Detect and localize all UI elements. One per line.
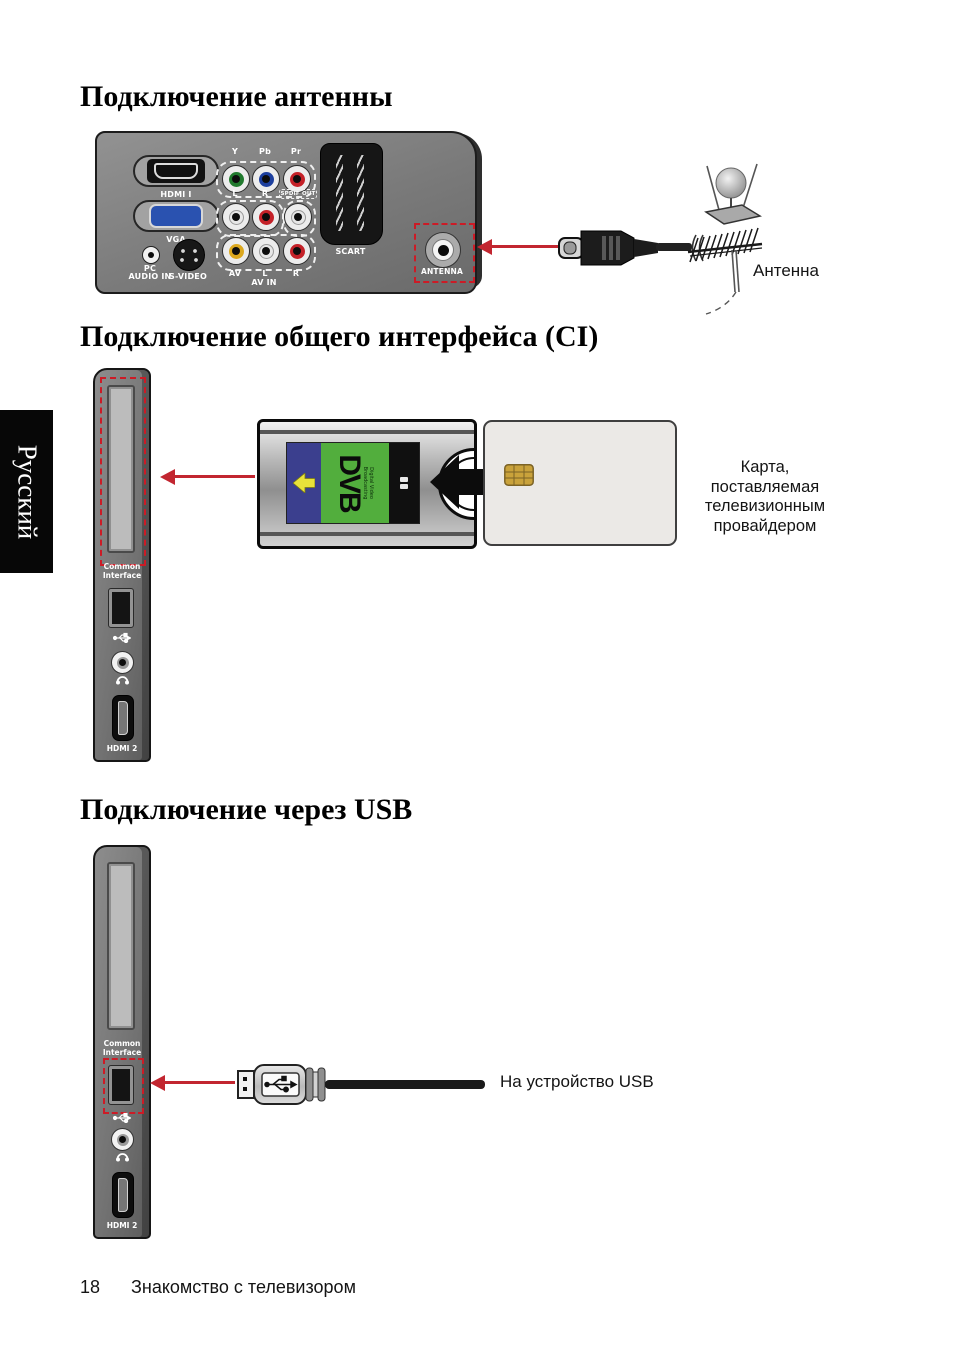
cam-bottom-rail (260, 532, 474, 536)
component-pb-label: Pb (259, 147, 271, 156)
av-label: AV (228, 269, 242, 278)
tv-back-panel: HDMI I VGA PC AUDIO IN S-VIDEO Y Pb Pr L… (95, 131, 477, 294)
usb-port (108, 1065, 134, 1105)
card-caption-line3: телевизионным (704, 497, 826, 515)
cam-green-section: Digital Video Broadcasting DVB (321, 443, 389, 523)
vga-connector (149, 204, 203, 228)
component-pr-jack (283, 165, 311, 193)
antenna-highlight-box (414, 223, 475, 283)
usb-arrow-line (164, 1081, 235, 1084)
tv-side-panel-usb: Common Interface HDMI 2 (93, 845, 151, 1239)
component-group-outline (216, 161, 316, 198)
antenna-jack (425, 232, 461, 268)
usb-trident-icon (95, 632, 149, 643)
usb-device-callout: На устройство USB (500, 1072, 654, 1091)
svideo-connector (173, 239, 205, 271)
cam-blue-section (287, 443, 321, 523)
antenna-port-label: ANTENNA (420, 267, 464, 276)
pc-label: PC (143, 264, 157, 273)
card-insert-arrow (430, 455, 488, 509)
common-interface-label-line1: Common (103, 1039, 141, 1048)
language-tab-label: Русский (12, 444, 42, 539)
smart-card (483, 420, 677, 546)
usb-trident-icon (95, 1112, 149, 1123)
component-y-label: Y (232, 147, 238, 156)
av-in-label: AV IN (251, 278, 277, 287)
hdmi2-port (112, 1172, 134, 1218)
av-l-jack (252, 237, 280, 265)
spdif-out-label: SPDIF OUT (279, 189, 317, 199)
usb-port (108, 588, 134, 628)
smart-card-chip (504, 464, 534, 486)
scart-pins-left (336, 155, 343, 231)
cam-certification-mark (400, 484, 408, 489)
cam-certification-mark (400, 477, 408, 482)
common-interface-label-line2: Interface (102, 1048, 142, 1057)
cam-label-strip: Digital Video Broadcasting DVB (286, 442, 420, 524)
usb-arrow-head (150, 1075, 165, 1091)
headphone-jack (111, 651, 134, 674)
page-number: 18 (80, 1277, 101, 1297)
ci-arrow-line (174, 475, 255, 478)
section-title-usb: Подключение через USB (80, 793, 413, 826)
av-l-label: L (262, 269, 268, 278)
svideo-label: S-VIDEO (169, 272, 207, 281)
antenna-arrow-line (491, 245, 559, 248)
ci-highlight-box (100, 377, 146, 566)
dvb-logo-text: DVB (333, 454, 366, 512)
pc-audio-jack (142, 246, 160, 264)
section-title-antenna: Подключение антенны (80, 80, 393, 113)
section-title-ci: Подключение общего интерфейса (CI) (80, 320, 599, 353)
cam-top-rail (260, 430, 474, 434)
hdmi1-label: HDMI I (160, 190, 192, 199)
av-r-jack (283, 237, 311, 265)
cam-insert-arrow-icon (293, 473, 315, 493)
headphone-jack (111, 1128, 134, 1151)
antenna-callout: Антенна (753, 261, 820, 280)
vga-label: VGA (166, 235, 186, 244)
component-y-jack (222, 165, 250, 193)
cam-black-section (389, 443, 419, 523)
usb-plug-illustration (237, 1064, 485, 1105)
language-tab: Русский (0, 410, 53, 573)
spdif-out-jack (284, 203, 312, 231)
audio-r-jack (252, 203, 280, 231)
hdmi2-label: HDMI 2 (106, 744, 138, 753)
dvb-logo: Digital Video Broadcasting DVB (333, 452, 374, 514)
coax-cable-illustration (558, 230, 704, 266)
headphones-icon (95, 1150, 149, 1163)
headphones-icon (95, 673, 149, 686)
antenna-arrow-head (477, 239, 492, 255)
tv-side-panel-ci: Common Interface HDMI 2 (93, 368, 151, 762)
chapter-title: Знакомство с телевизором (131, 1277, 356, 1297)
common-interface-label-line2: Interface (102, 571, 142, 580)
ci-slot (107, 862, 135, 1030)
card-caption-line2: поставляемая (710, 477, 820, 496)
hdmi1-connector (147, 159, 205, 183)
scart-connector (320, 143, 383, 245)
scart-pins-right (357, 155, 364, 231)
card-caption-line4: провайдером (713, 516, 817, 535)
hdmi2-port (112, 695, 134, 741)
avin-group-outline (216, 234, 316, 271)
card-caption: Карта, поставляемая телевизионным провай… (685, 458, 845, 536)
common-interface-label-line1: Common (103, 562, 141, 571)
ci-arrow-head (160, 469, 175, 485)
av-jack (222, 237, 250, 265)
card-caption-line1: Карта, (740, 458, 790, 476)
hdmi2-label: HDMI 2 (106, 1221, 138, 1230)
antenna-illustration (687, 163, 763, 315)
component-pr-label: Pr (290, 147, 302, 156)
audio-l-label: L (232, 189, 238, 198)
audio-in-label: AUDIO IN (128, 272, 172, 281)
audio-l-jack (222, 203, 250, 231)
av-r-label: R (292, 269, 300, 278)
scart-label: SCART (335, 247, 366, 256)
usb-highlight-box (103, 1058, 144, 1114)
ci-slot (107, 385, 135, 553)
audio-r-label: R (261, 189, 269, 198)
component-pb-jack (252, 165, 280, 193)
